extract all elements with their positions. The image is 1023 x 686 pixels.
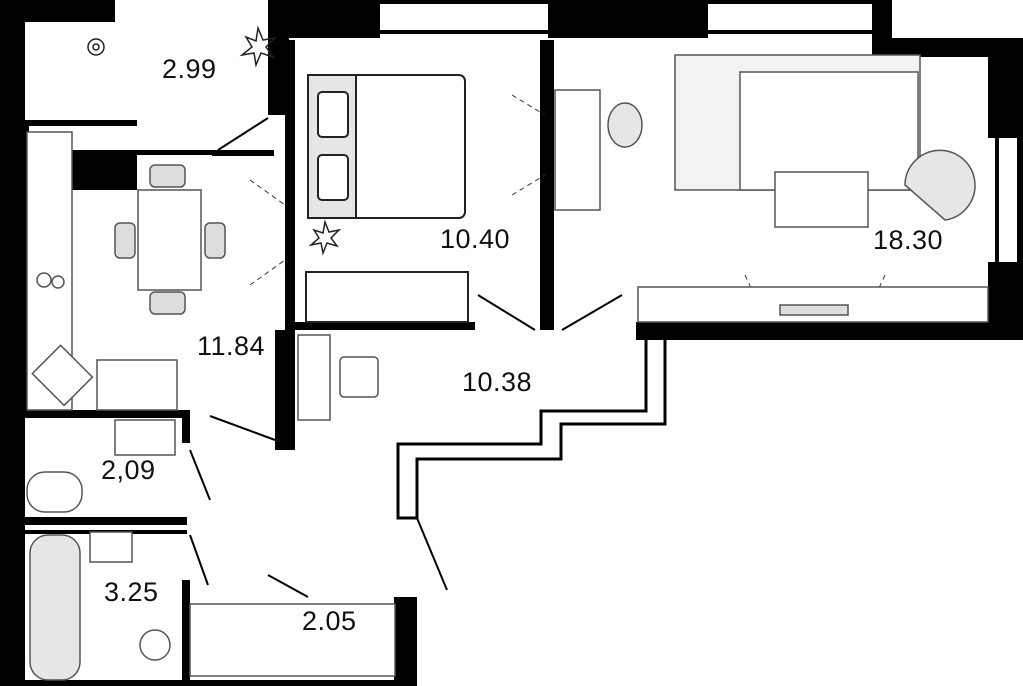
toilet: [26, 471, 83, 513]
room-area-living-room: 18.30: [873, 225, 944, 255]
bedroom-furniture: [305, 74, 469, 323]
desk: [554, 89, 601, 211]
sink: [31, 344, 94, 407]
doors: [189, 0, 623, 598]
room-area-hallway: 10.38: [462, 367, 533, 397]
stepped-wall: [396, 330, 667, 520]
kitchen-furniture: [26, 131, 226, 411]
living-furniture: [554, 54, 989, 323]
room-area-balcony: 2.99: [162, 54, 217, 84]
hall-wardrobe: [189, 603, 396, 677]
bathtub: [29, 534, 81, 681]
armchair: [904, 149, 976, 221]
room-area-kitchen: 11.84: [197, 331, 266, 361]
plants: [87, 25, 342, 256]
washing-machine-kitchen: [96, 359, 178, 411]
bath-sink: [89, 531, 133, 563]
office-chair: [607, 102, 643, 148]
bathroom-fixtures: [26, 334, 396, 681]
radiator: [114, 419, 176, 456]
floor-drain: [339, 356, 379, 398]
room-area-bedroom: 10.40: [440, 224, 511, 254]
stove: [36, 272, 52, 288]
room-area-wardrobe: 2.05: [302, 606, 357, 636]
wardrobe: [305, 271, 469, 323]
room-area-bathroom: 3.25: [104, 577, 159, 607]
hall-cabinet: [297, 334, 331, 421]
coffee-table: [774, 171, 869, 228]
dining-table: [137, 189, 202, 291]
room-area-toilet: 2,09: [101, 455, 156, 485]
washing-machine: [139, 629, 171, 661]
